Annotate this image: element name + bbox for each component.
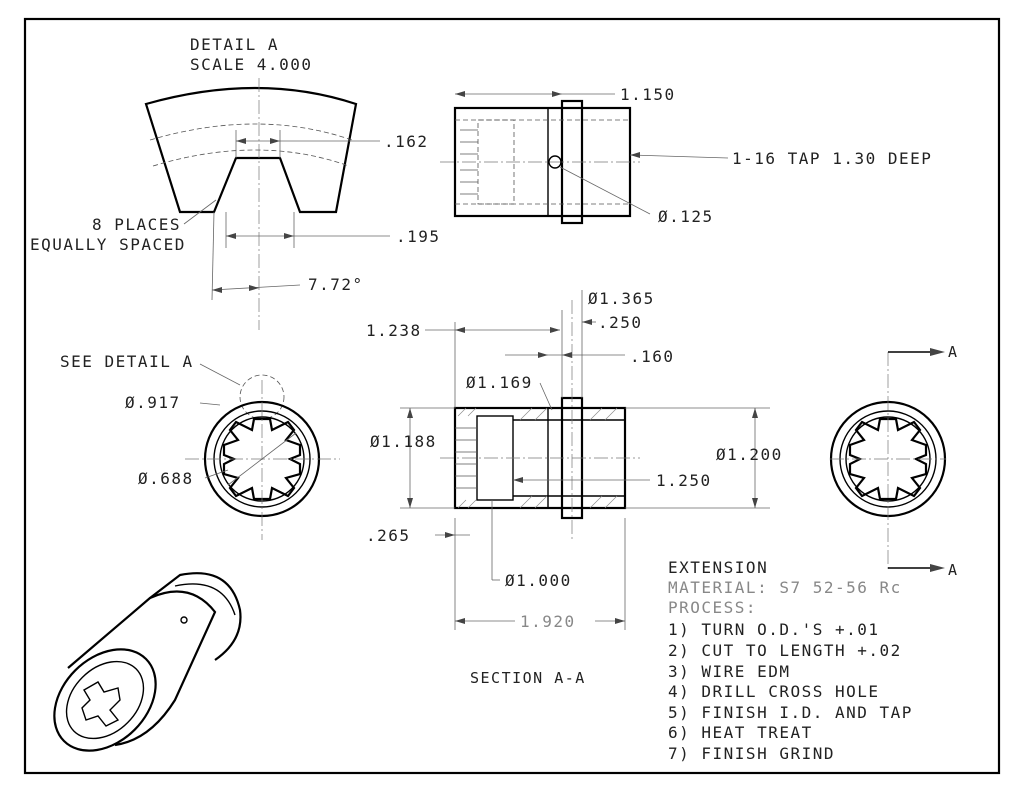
section-hatching <box>457 407 618 509</box>
note-step-7: 7) FINISH GRIND <box>668 744 835 763</box>
right-end-view: A A <box>829 343 959 579</box>
note-title: EXTENSION <box>668 558 768 577</box>
iso-front-face <box>53 648 157 752</box>
section-mark-bottom: A <box>948 561 959 579</box>
note-step-6: 6) HEAT TREAT <box>668 723 813 742</box>
dim-1365: Ø1.365 <box>588 289 655 308</box>
detail-a-hidden-arc-2 <box>152 149 350 167</box>
iso-flange <box>149 572 242 661</box>
note-equally-spaced: EQUALLY SPACED <box>30 235 186 254</box>
note-step-4: 4) DRILL CROSS HOLE <box>668 682 880 701</box>
section-mark-top: A <box>948 343 959 361</box>
section-label: SECTION A-A <box>470 669 586 687</box>
top-view: 1.150 1-16 TAP 1.30 DEEP Ø.125 <box>440 85 932 226</box>
left-end-view: SEE DETAIL A Ø.917 Ø.688 <box>60 352 340 540</box>
dim-1238: 1.238 <box>366 321 422 340</box>
isometric-view <box>53 572 242 752</box>
dim-1200: Ø1.200 <box>716 445 783 464</box>
sheet-border <box>23 17 1001 775</box>
dim-angle: 7.72° <box>308 275 364 294</box>
dim-250: .250 <box>598 313 643 332</box>
dim-162: .162 <box>384 132 429 151</box>
note-8-places: 8 PLACES <box>92 215 181 234</box>
see-detail-label: SEE DETAIL A <box>60 352 194 371</box>
note-step-2: 2) CUT TO LENGTH +.02 <box>668 641 902 660</box>
dim-1150: 1.150 <box>620 85 676 104</box>
detail-a-view: DETAIL A SCALE 4.000 .162 .195 7.72° 8 P… <box>30 35 441 330</box>
dim-1920: 1.920 <box>520 612 576 631</box>
dim-1188: Ø1.188 <box>370 432 437 451</box>
detail-a-title: DETAIL A <box>190 35 279 54</box>
section-a-a-view: 1.238 Ø1.365 .250 .160 Ø1.169 Ø1.188 Ø1.… <box>366 289 783 687</box>
dim-917: Ø.917 <box>125 393 181 412</box>
right-view-spline <box>848 417 928 501</box>
tap-note: 1-16 TAP 1.30 DEEP <box>732 149 932 168</box>
detail-a-scale: SCALE 4.000 <box>190 55 312 74</box>
dim-1169: Ø1.169 <box>466 373 533 392</box>
dim-265: .265 <box>366 526 411 545</box>
dim-1000: Ø1.000 <box>505 571 572 590</box>
note-step-3: 3) WIRE EDM <box>668 662 790 681</box>
iso-spline <box>81 681 121 727</box>
dim-195: .195 <box>396 227 441 246</box>
note-step-1: 1) TURN O.D.'S +.01 <box>668 620 880 639</box>
note-material: MATERIAL: S7 52-56 Rc <box>668 578 902 597</box>
cross-hole <box>548 155 562 169</box>
dim-1250: 1.250 <box>656 471 712 490</box>
detail-a-hidden-arc <box>149 123 353 141</box>
note-step-5: 5) FINISH I.D. AND TAP <box>668 703 913 722</box>
note-process: PROCESS: <box>668 598 757 617</box>
dim-688: Ø.688 <box>138 469 194 488</box>
dim-hole: Ø.125 <box>658 207 714 226</box>
notes-block: EXTENSION MATERIAL: S7 52-56 Rc PROCESS:… <box>668 558 913 763</box>
dim-160: .160 <box>630 347 675 366</box>
